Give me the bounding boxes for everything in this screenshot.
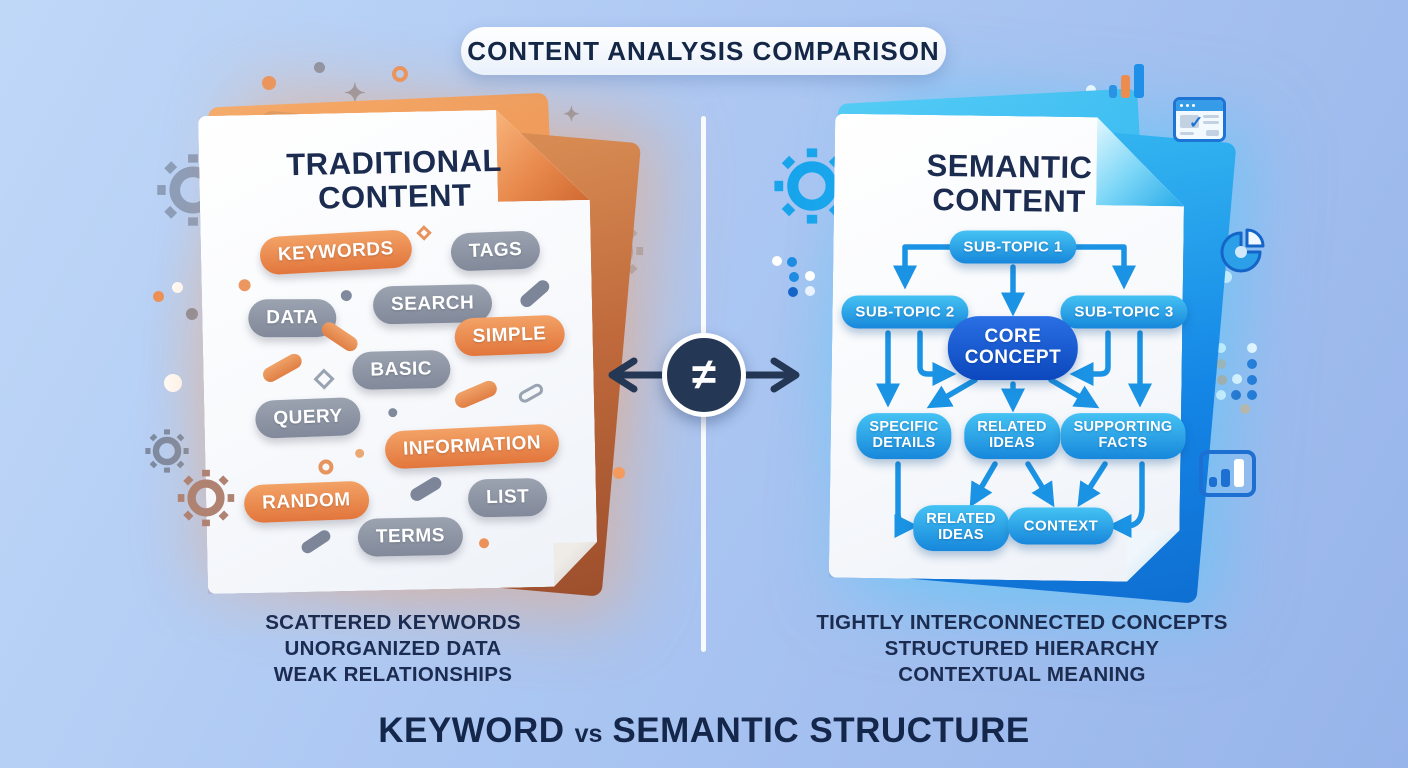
keyword-pill: KEYWORDS (259, 229, 413, 275)
node-line: SPECIFIC (869, 419, 939, 436)
flow-node-related-ideas-2: RELATED IDEAS (913, 505, 1009, 551)
flow-node-subtopic-2: SUB-TOPIC 2 (841, 295, 969, 329)
flow-node-subtopic-3: SUB-TOPIC 3 (1060, 295, 1188, 329)
debris-dot (479, 538, 489, 548)
bar (1234, 459, 1244, 487)
caption-line: UNORGANIZED DATA (284, 637, 502, 660)
check-icon: ✓ (1189, 113, 1204, 132)
caption-line: TIGHTLY INTERCONNECTED CONCEPTS (816, 611, 1228, 634)
debris-ring (318, 459, 333, 474)
bar-chart-icon (1107, 60, 1147, 98)
footer-title: KEYWORD vs SEMANTIC STRUCTURE (0, 711, 1408, 751)
left-card-title: TRADITIONAL CONTENT (199, 142, 590, 218)
node-line: IDEAS (938, 527, 984, 543)
node-line: IDEAS (989, 435, 1035, 451)
debris-capsule (408, 475, 444, 504)
flow-node-specific-details: SPECIFIC DETAILS (856, 413, 952, 459)
flow-node-context: CONTEXT (1007, 507, 1115, 545)
flow-node-subtopic-1: SUB-TOPIC 1 (949, 230, 1077, 264)
node-line: DETAILS (872, 435, 936, 451)
decorative-dot (1247, 343, 1257, 353)
banner-title: CONTENT ANALYSIS COMPARISON (467, 35, 940, 66)
footer-semantic-structure: SEMANTIC STRUCTURE (612, 711, 1030, 750)
keyword-pill: LIST (468, 478, 548, 518)
flowchart-arrows (875, 244, 1153, 539)
content-line (1203, 115, 1219, 118)
decorative-dot (314, 62, 325, 73)
caption-line: WEAK RELATIONSHIPS (273, 663, 513, 686)
bar (1134, 64, 1144, 98)
caption-line: SCATTERED KEYWORDS (265, 611, 521, 634)
node-line: FACTS (1098, 435, 1148, 451)
flow-node-related-ideas: RELATED IDEAS (964, 413, 1060, 459)
decorative-dot (789, 272, 799, 282)
node-line: SUPPORTING (1073, 419, 1173, 436)
debris-oval (517, 382, 546, 405)
keyword-pill: RANDOM (243, 481, 369, 524)
bar (1221, 469, 1230, 487)
keyword-pill: TERMS (358, 517, 464, 557)
debris-diamond (313, 368, 334, 389)
content-block (1180, 115, 1199, 128)
decorative-dot (1247, 375, 1257, 385)
bar-chart-box-icon (1199, 450, 1256, 497)
core-line1: CORE (984, 326, 1042, 348)
browser-titlebar (1176, 100, 1223, 111)
right-card-title: SEMANTIC CONTENT (834, 148, 1185, 221)
footer-keyword: KEYWORD (378, 711, 565, 750)
keyword-pill: BASIC (352, 350, 450, 390)
debris-capsule (453, 378, 500, 410)
not-equal-badge: ≠ (662, 333, 746, 417)
content-line (1203, 121, 1219, 124)
debris-dot (355, 449, 364, 458)
left-card-title-line2: CONTENT (317, 177, 472, 216)
traditional-content-card: TRADITIONAL CONTENT KEYWORDS TAGS DATA S… (198, 108, 598, 594)
core-line2: CONCEPT (964, 347, 1062, 368)
not-equal-icon: ≠ (691, 350, 717, 399)
right-caption: TIGHTLY INTERCONNECTED CONCEPTS STRUCTUR… (807, 610, 1237, 688)
decorative-dot (772, 256, 782, 266)
left-caption: SCATTERED KEYWORDS UNORGANIZED DATA WEAK… (193, 610, 593, 688)
debris-dot (388, 408, 397, 417)
right-card-title-line1: SEMANTIC (926, 147, 1093, 186)
bar (1109, 85, 1117, 98)
decorative-dot (787, 257, 797, 267)
decorative-dot (1247, 359, 1257, 369)
keyword-pill: QUERY (255, 397, 362, 439)
debris-capsule (260, 351, 304, 385)
bar (1209, 477, 1217, 487)
content-line (1180, 132, 1194, 135)
flow-node-core-concept: CORE CONCEPT (947, 316, 1079, 380)
debris-dot (238, 279, 250, 291)
flow-node-supporting-facts: SUPPORTING FACTS (1060, 413, 1186, 459)
keyword-pill: SIMPLE (454, 315, 565, 357)
pie-chart-icon (1220, 228, 1265, 273)
browser-window-icon: ✓ (1173, 97, 1226, 142)
footer-vs: vs (574, 720, 603, 748)
gear-icon (176, 468, 236, 528)
debris-dot (341, 290, 352, 301)
keyword-pill: TAGS (450, 230, 541, 271)
decorative-dot (788, 287, 798, 297)
caption-line: CONTEXTUAL MEANING (898, 663, 1146, 686)
keyword-pill: INFORMATION (384, 423, 560, 469)
caption-line: STRUCTURED HIERARCHY (884, 637, 1160, 660)
debris-diamond (416, 225, 432, 241)
sparkle-icon: ✦ (563, 104, 580, 126)
content-block (1206, 130, 1219, 136)
debris-capsule (518, 278, 552, 310)
decorative-dot (805, 271, 815, 281)
decorative-dot (805, 286, 815, 296)
title-banner: CONTENT ANALYSIS COMPARISON (461, 27, 946, 75)
node-line: RELATED (926, 511, 996, 528)
bar (1121, 75, 1130, 98)
debris-capsule (319, 319, 361, 354)
debris-capsule (299, 528, 332, 556)
decorative-dot (1247, 390, 1257, 400)
node-line: RELATED (977, 419, 1047, 436)
